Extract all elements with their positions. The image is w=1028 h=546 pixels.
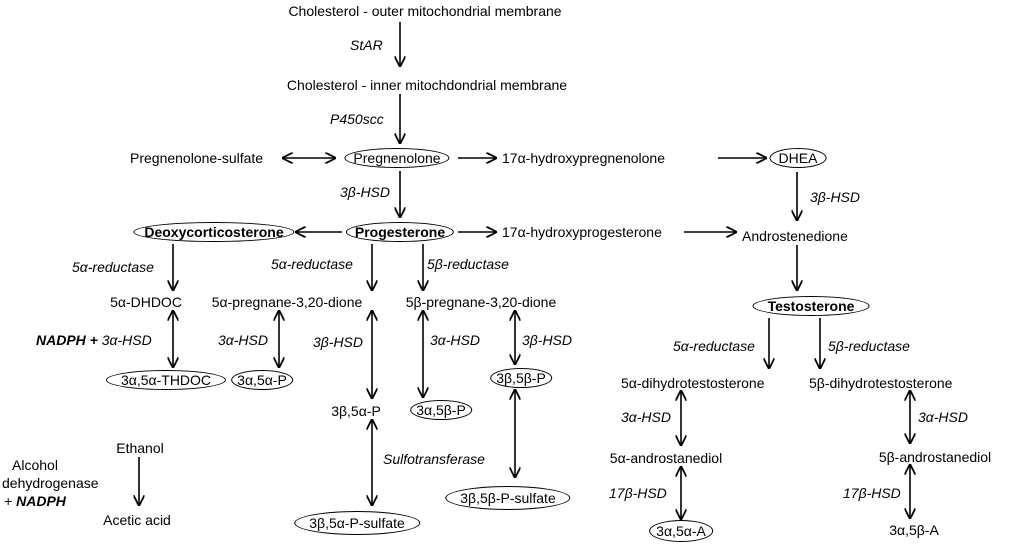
alcohol-nadph-label: NADPH <box>16 493 66 509</box>
enzyme-3a-hsd-1: 3α-HSD <box>101 332 152 348</box>
node-pregnenolone: Pregnenolone <box>344 148 450 168</box>
enzyme-5b-reductase-2: 5β-reductase <box>828 338 910 354</box>
enzyme-3b-hsd-2: 3β-HSD <box>810 189 861 205</box>
node-5a-pregnane-dione: 5α-pregnane-3,20-dione <box>211 294 363 310</box>
node-cholesterol-outer: Cholesterol - outer mitochondrial membra… <box>288 3 562 19</box>
enzyme-5a-reductase-2: 5α-reductase <box>271 256 353 272</box>
node-dhea: DHEA <box>769 148 827 168</box>
enzyme-3a-hsd-3: 3α-HSD <box>430 332 480 348</box>
enzyme-3b-hsd-3: 3β-HSD <box>313 334 364 350</box>
node-testosterone: Testosterone <box>752 296 870 316</box>
enzyme-3b-hsd-1: 3β-HSD <box>340 184 391 200</box>
node-3b5b-p: 3β,5β-P <box>490 368 552 388</box>
node-3b5a-p-sulfate: 3β,5α-P-sulfate <box>294 511 420 535</box>
node-deoxycorticosterone: Deoxycorticosterone <box>133 222 295 242</box>
alcohol-nadph-line: + NADPH <box>2 492 68 510</box>
nadph-bold-label: NADPH + <box>36 332 98 348</box>
enzyme-sulfotransferase: Sulfotransferase <box>383 451 485 467</box>
enzyme-17b-hsd-1: 17β-HSD <box>609 485 667 501</box>
node-progesterone: Progesterone <box>345 222 455 242</box>
enzyme-3a-hsd-2: 3α-HSD <box>218 332 268 348</box>
node-17-hydroxypregnenolone: 17α-hydroxypregnenolone <box>502 150 665 166</box>
enzyme-nadph-3a-hsd: NADPH + 3α-HSD <box>36 332 152 348</box>
node-3a5b-a: 3α,5β-A <box>889 522 939 538</box>
alcohol-label: Alcohol <box>12 457 58 473</box>
node-5a-dhdoc: 5α-DHDOC <box>110 294 182 310</box>
node-5a-dihydrotestosterone: 5α-dihydrotestosterone <box>621 375 765 391</box>
dehydrogenase-label: dehydrogenase <box>2 475 99 491</box>
enzyme-3a-hsd-5: 3α-HSD <box>918 409 968 425</box>
node-5a-androstanediol: 5α-androstanediol <box>609 450 723 466</box>
node-cholesterol-inner: Cholesterol - inner mitochdondrial membr… <box>286 77 568 93</box>
node-androstenedione: Androstenedione <box>742 228 848 244</box>
node-5b-pregnane-dione: 5β-pregnane-3,20-dione <box>405 294 557 310</box>
enzyme-5a-reductase-3: 5α-reductase <box>673 338 755 354</box>
plus-sign: + <box>4 493 13 509</box>
node-5b-dihydrotestosterone: 5β-dihydrotestosterone <box>809 375 953 391</box>
node-ethanol: Ethanol <box>116 440 164 456</box>
node-3b5b-p-sulfate: 3β,5β-P-sulfate <box>445 486 571 510</box>
enzyme-17b-hsd-2: 17β-HSD <box>843 485 901 501</box>
node-pregnenolone-sulfate: Pregnenolone-sulfate <box>130 150 264 166</box>
node-3a5a-thdoc: 3α,5α-THDOC <box>105 370 227 390</box>
enzyme-5a-reductase-1: 5α-reductase <box>72 259 154 275</box>
enzyme-3b-hsd-4: 3β-HSD <box>522 332 573 348</box>
node-3a5a-p: 3α,5α-P <box>231 370 293 390</box>
enzyme-5b-reductase-1: 5β-reductase <box>427 256 509 272</box>
node-17-hydroxyprogesterone: 17α-hydroxyprogesterone <box>502 224 662 240</box>
enzyme-star: StAR <box>350 37 383 53</box>
node-acetic-acid: Acetic acid <box>103 512 171 528</box>
node-3a5a-a: 3α,5α-A <box>649 520 713 542</box>
node-5b-androstanediol: 5β-androstanediol <box>878 449 992 465</box>
enzyme-3a-hsd-4: 3α-HSD <box>621 409 671 425</box>
enzyme-alcohol-dehydrogenase: Alcohol dehydrogenase + NADPH <box>2 456 99 510</box>
node-3a5b-p: 3α,5β-P <box>410 400 472 420</box>
node-3b5a-p: 3β,5α-P <box>331 403 381 419</box>
enzyme-p450scc: P450scc <box>330 111 384 127</box>
